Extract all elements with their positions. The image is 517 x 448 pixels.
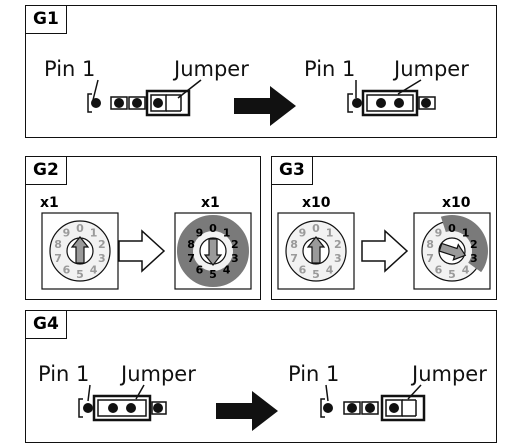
g2-to-dial-sweep <box>177 215 249 287</box>
g3-from-dial-digit-5: 5 <box>312 268 320 281</box>
g2-to-dial-digit-4: 4 <box>223 264 231 277</box>
g1-diagram: Pin 1 Jumper Pin 1 Jumper <box>44 57 469 126</box>
g3-to-dial-digit-8: 8 <box>426 238 434 251</box>
g2-from-dial-digit-6: 6 <box>63 264 71 277</box>
g2-from-dial-digit-9: 9 <box>63 226 71 239</box>
g2-from-dial-digit-0: 0 <box>76 222 84 235</box>
g3-from-dial-digit-7: 7 <box>290 252 298 265</box>
g3-to-dial-digit-1: 1 <box>462 226 470 239</box>
g2-to-dial-digit-3: 3 <box>231 252 239 265</box>
panel-g3-tag: G3 <box>272 157 313 185</box>
g2-from-label: x1 <box>40 195 59 211</box>
g3-to-label: x10 <box>442 195 471 211</box>
g2-from-dial-digit-2: 2 <box>98 238 106 251</box>
g3-from-dial-digit-6: 6 <box>299 264 307 277</box>
g1-from-jumper-label: Jumper <box>172 57 249 81</box>
g3-to-dial-digit-7: 7 <box>426 252 434 265</box>
g3-to-dial-digit-3: 3 <box>470 252 478 265</box>
g1-to-pin-label: Pin 1 <box>304 57 355 81</box>
g3-from-dial-digit-1: 1 <box>326 226 334 239</box>
g4-to-header <box>320 394 426 422</box>
g3-from-dial-digit-4: 4 <box>326 264 334 277</box>
g3-to-dial-digit-9: 9 <box>435 226 443 239</box>
g3-from-dial-digit-0: 0 <box>312 222 320 235</box>
g2-to-dial-pointer-icon <box>203 238 223 266</box>
g3-to-dial-sweep <box>440 215 488 273</box>
g3-from-dial-digit-2: 2 <box>334 238 342 251</box>
g3-from-dial-pointer-icon <box>306 236 326 264</box>
g3-to-dial-pointer-icon <box>438 242 467 261</box>
panel-g4: G4 Pin 1 Jumper Pin 1 Jumper <box>25 310 497 443</box>
g1-to-jumper-label: Jumper <box>392 57 469 81</box>
g2-from-dial-digit-1: 1 <box>90 226 98 239</box>
g3-to-dial-digit-2: 2 <box>470 238 478 251</box>
g1-from-header <box>87 89 191 117</box>
g2-to-dial-digit-8: 8 <box>187 238 195 251</box>
g3-from-label: x10 <box>302 195 331 211</box>
g2-from-dial-digit-5: 5 <box>76 268 84 281</box>
g3-to-dial-digit-4: 4 <box>462 264 470 277</box>
panel-g1: G1 Pin 1 Jumper Pin 1 Jumper <box>25 5 497 138</box>
g2-to-label: x1 <box>201 195 220 211</box>
g2-to-dial-digit-9: 9 <box>196 226 204 239</box>
g3-arrow <box>361 229 409 273</box>
g2-to-dial-digit-6: 6 <box>196 264 204 277</box>
g2-to-dial-digit-0: 0 <box>209 222 217 235</box>
panel-g4-tag: G4 <box>26 311 67 339</box>
g2-to-dial-digit-1: 1 <box>223 226 231 239</box>
g3-to-dial-digit-0: 0 <box>448 222 456 235</box>
g2-from-dial-pointer-icon <box>70 236 90 264</box>
g4-from-jumper-label: Jumper <box>119 362 196 386</box>
g3-from-dial-digit-3: 3 <box>334 252 342 265</box>
g2-to-dial-digit-5: 5 <box>209 268 217 281</box>
g4-arrow <box>216 391 278 431</box>
g2-from-dial-digit-4: 4 <box>90 264 98 277</box>
g4-to-jumper-label: Jumper <box>410 362 487 386</box>
g3-from-dial-digit-8: 8 <box>290 238 298 251</box>
panel-g2-tag: G2 <box>26 157 67 185</box>
g1-arrow <box>234 86 296 126</box>
g1-to-header <box>347 89 436 117</box>
g3-from-dial-digit-9: 9 <box>299 226 307 239</box>
g2-from-dial-digit-8: 8 <box>54 238 62 251</box>
g2-arrow <box>118 229 166 273</box>
g2-to-dial-digit-7: 7 <box>187 252 195 265</box>
g4-from-header <box>78 394 167 422</box>
g4-to-pin-label: Pin 1 <box>288 362 339 386</box>
g2-to-dial-digit-2: 2 <box>231 238 239 251</box>
g2-from-dial-digit-3: 3 <box>98 252 106 265</box>
g2-from-dial-digit-7: 7 <box>54 252 62 265</box>
g3-to-dial-digit-5: 5 <box>448 268 456 281</box>
g3-to-dial-digit-6: 6 <box>435 264 443 277</box>
g4-from-pin-label: Pin 1 <box>38 362 89 386</box>
g1-from-pin-label: Pin 1 <box>44 57 95 81</box>
panel-g1-tag: G1 <box>26 6 67 34</box>
g4-diagram: Pin 1 Jumper Pin 1 Jumper <box>38 362 487 431</box>
